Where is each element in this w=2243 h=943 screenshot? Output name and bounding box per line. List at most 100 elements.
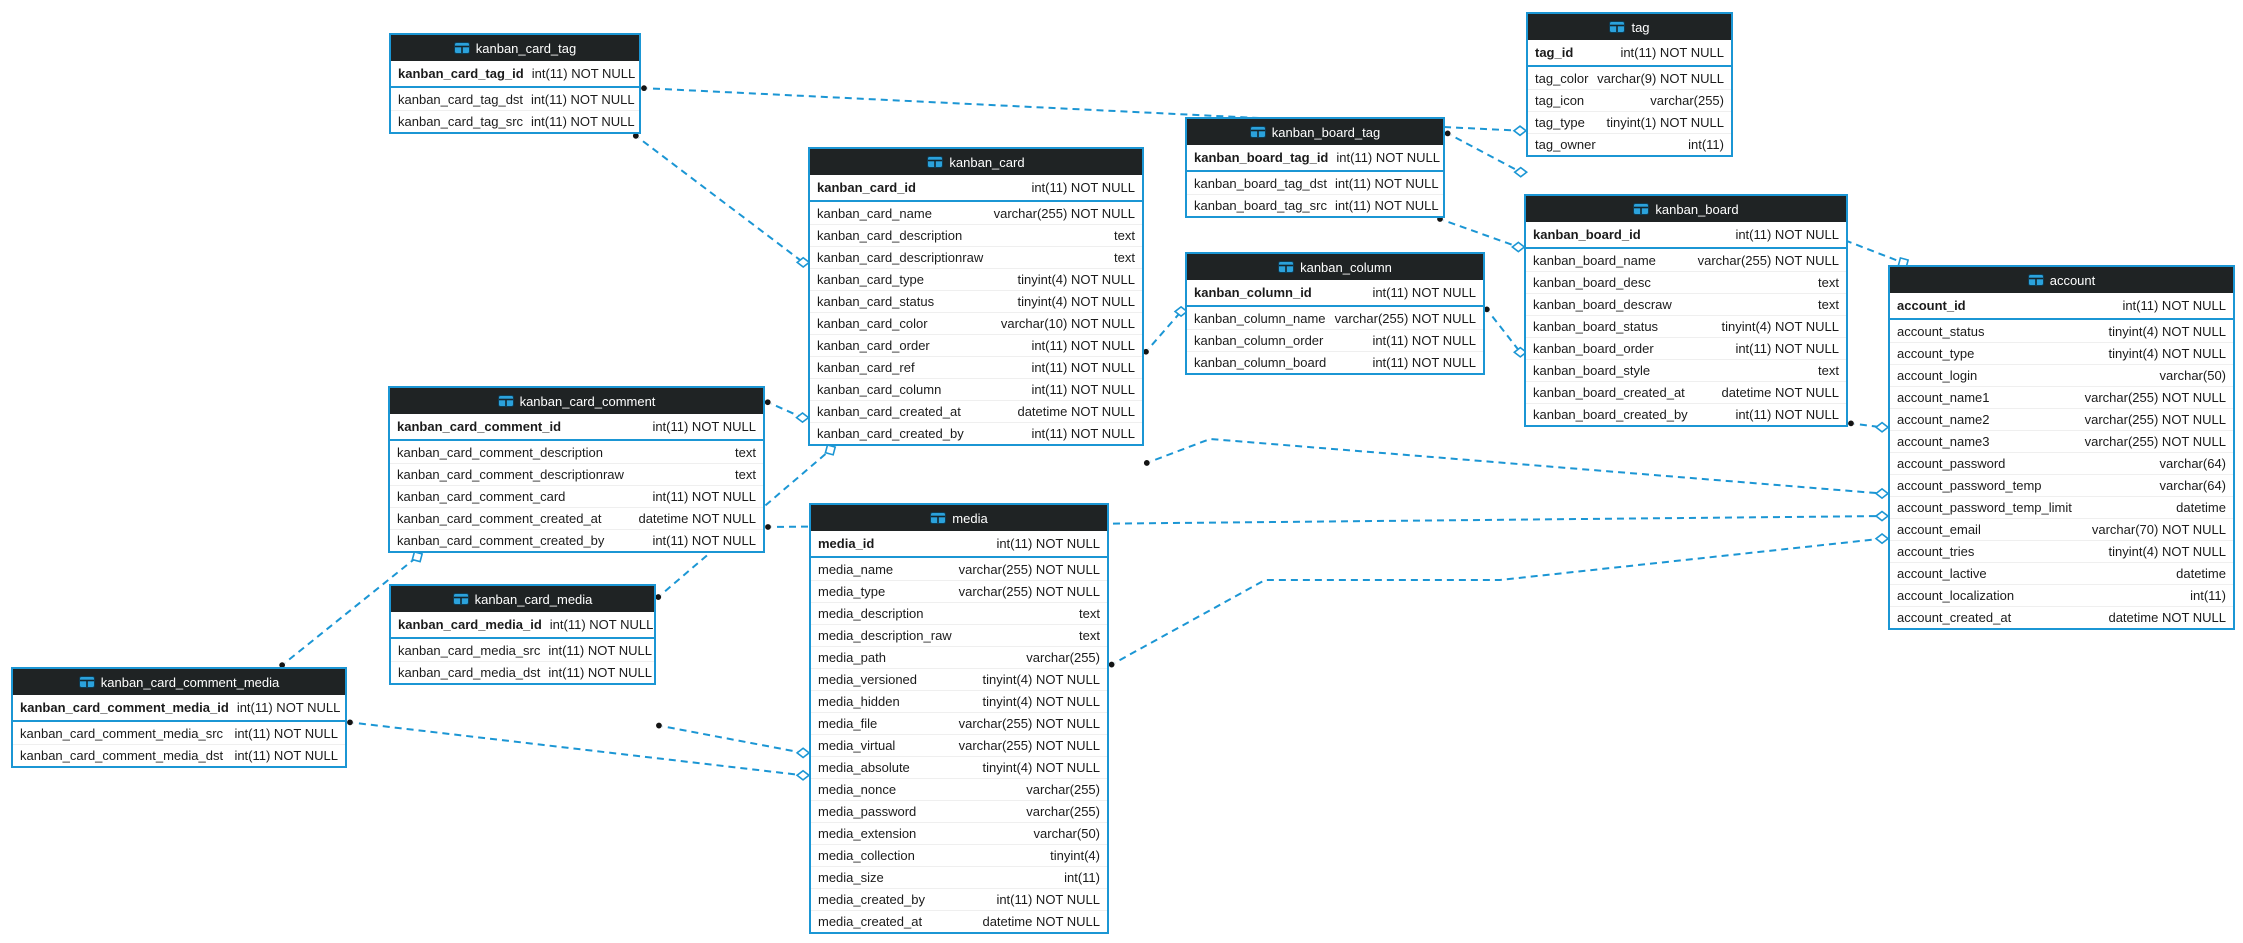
field-name: tag_color <box>1535 70 1589 86</box>
table-header[interactable]: kanban_card_tag <box>391 35 639 61</box>
table-header[interactable]: kanban_card <box>810 149 1142 175</box>
field-type: int(11) NOT NULL <box>1372 285 1476 300</box>
field-name: kanban_card_descriptionraw <box>817 250 984 265</box>
field-row: kanban_card_ref int(11) NOT NULL <box>810 356 1142 378</box>
field-name: tag_icon <box>1535 93 1585 108</box>
field-type: text <box>1818 363 1839 378</box>
table-account[interactable]: account account_id int(11) NOT NULL acco… <box>1888 265 2235 630</box>
field-name: kanban_card_comment_id <box>397 419 562 434</box>
table-kanban_column[interactable]: kanban_column kanban_column_id int(11) N… <box>1185 252 1485 375</box>
table-header[interactable]: account <box>1890 267 2233 293</box>
field-row: kanban_board_name varchar(255) NOT NULL <box>1526 249 1846 271</box>
field-type: tinyint(4) <box>1050 848 1100 863</box>
field-type: varchar(10) NOT NULL <box>1000 316 1135 331</box>
field-name: kanban_board_order <box>1533 341 1654 356</box>
field-name: kanban_card_comment_created_at <box>397 511 602 526</box>
field-name: kanban_board_name <box>1533 252 1656 268</box>
table-tag[interactable]: tag tag_id int(11) NOT NULL tag_color va… <box>1526 12 1733 157</box>
field-row: kanban_card_status tinyint(4) NOT NULL <box>810 290 1142 312</box>
field-name: account_name1 <box>1897 390 1990 405</box>
field-type: varchar(255) NOT NULL <box>2084 412 2226 427</box>
table-kanban_card_comment[interactable]: kanban_card_comment kanban_card_comment_… <box>388 386 765 553</box>
field-type: varchar(255) <box>1026 782 1100 797</box>
field-name: kanban_board_created_by <box>1533 407 1688 422</box>
field-name: kanban_board_status <box>1533 319 1659 334</box>
field-type: text <box>1114 250 1135 265</box>
primary-key-row: kanban_card_media_id int(11) NOT NULL <box>391 612 654 639</box>
table-title: kanban_card_comment_media <box>100 674 280 690</box>
field-type: int(11) <box>1064 870 1100 885</box>
field-row: account_name2 varchar(255) NOT NULL <box>1890 408 2233 430</box>
table-header[interactable]: kanban_card_comment_media <box>13 669 345 695</box>
field-type: int(11) NOT NULL <box>531 114 635 129</box>
field-type: int(11) <box>1688 137 1724 152</box>
table-kanban_board_tag[interactable]: kanban_board_tag kanban_board_tag_id int… <box>1185 117 1445 218</box>
field-type: tinyint(4) NOT NULL <box>982 672 1100 687</box>
field-type: text <box>1079 628 1100 643</box>
table-media[interactable]: media media_id int(11) NOT NULL media_na… <box>809 503 1109 934</box>
field-row: kanban_board_status tinyint(4) NOT NULL <box>1526 315 1846 337</box>
field-name: media_size <box>818 870 884 885</box>
field-name: kanban_card_description <box>817 228 963 243</box>
field-rows: kanban_board_name varchar(255) NOT NULL … <box>1526 249 1846 425</box>
field-name: media_type <box>818 584 886 599</box>
field-row: account_password varchar(64) <box>1890 452 2233 474</box>
table-title: kanban_card_comment <box>519 393 656 409</box>
field-type: int(11) NOT NULL <box>1031 180 1135 195</box>
field-name: account_lactive <box>1897 566 1987 581</box>
field-rows: kanban_card_media_src int(11) NOT NULL k… <box>391 639 654 683</box>
field-type: tinyint(4) NOT NULL <box>982 760 1100 775</box>
field-row: account_localization int(11) <box>1890 584 2233 606</box>
field-type: int(11) NOT NULL <box>2122 298 2226 313</box>
field-row: account_created_at datetime NOT NULL <box>1890 606 2233 628</box>
table-header[interactable]: kanban_column <box>1187 254 1483 280</box>
table-header[interactable]: kanban_board_tag <box>1187 119 1443 145</box>
table-kanban_card_comment_media[interactable]: kanban_card_comment_media kanban_card_co… <box>11 667 347 768</box>
table-title: kanban_card <box>949 154 1025 170</box>
field-type: varchar(9) NOT NULL <box>1597 70 1724 86</box>
primary-key-row: media_id int(11) NOT NULL <box>811 531 1107 558</box>
table-header[interactable]: media <box>811 505 1107 531</box>
field-row: media_size int(11) <box>811 866 1107 888</box>
table-icon <box>930 512 947 524</box>
field-type: varchar(255) NOT NULL <box>958 738 1100 753</box>
table-header[interactable]: kanban_card_comment <box>390 388 763 414</box>
field-row: kanban_card_media_dst int(11) NOT NULL <box>391 661 654 683</box>
field-name: kanban_card_tag_id <box>398 66 524 81</box>
field-type: tinyint(4) NOT NULL <box>2108 346 2226 361</box>
field-row: tag_color varchar(9) NOT NULL <box>1528 67 1731 89</box>
field-rows: tag_color varchar(9) NOT NULL tag_icon v… <box>1528 67 1731 155</box>
table-header[interactable]: kanban_board <box>1526 196 1846 222</box>
field-name: account_tries <box>1897 544 1975 559</box>
field-type: int(11) NOT NULL <box>234 748 338 763</box>
field-type: varchar(70) NOT NULL <box>2091 522 2226 537</box>
field-name: kanban_card_media_dst <box>398 665 541 680</box>
field-name: account_login <box>1897 368 1978 383</box>
field-type: int(11) NOT NULL <box>1372 333 1476 348</box>
table-kanban_card_media[interactable]: kanban_card_media kanban_card_media_id i… <box>389 584 656 685</box>
field-type: int(11) NOT NULL <box>548 642 652 658</box>
table-kanban_card[interactable]: kanban_card kanban_card_id int(11) NOT N… <box>808 147 1144 446</box>
table-kanban_card_tag[interactable]: kanban_card_tag kanban_card_tag_id int(1… <box>389 33 641 134</box>
field-name: kanban_card_type <box>817 272 924 287</box>
field-row: kanban_card_comment_media_dst int(11) NO… <box>13 744 345 766</box>
field-name: account_type <box>1897 346 1975 361</box>
field-name: account_status <box>1897 323 1985 339</box>
field-type: varchar(255) NOT NULL <box>958 561 1100 577</box>
field-row: media_path varchar(255) <box>811 646 1107 668</box>
field-row: media_type varchar(255) NOT NULL <box>811 580 1107 602</box>
field-row: kanban_card_tag_dst int(11) NOT NULL <box>391 88 639 110</box>
field-row: kanban_column_name varchar(255) NOT NULL <box>1187 307 1483 329</box>
table-header[interactable]: tag <box>1528 14 1731 40</box>
table-title: tag <box>1631 19 1650 35</box>
field-row: kanban_card_comment_media_src int(11) NO… <box>13 722 345 744</box>
field-row: media_created_at datetime NOT NULL <box>811 910 1107 932</box>
field-type: int(11) NOT NULL <box>549 617 654 632</box>
field-type: int(11) NOT NULL <box>1372 355 1476 370</box>
table-kanban_board[interactable]: kanban_board kanban_board_id int(11) NOT… <box>1524 194 1848 427</box>
field-row: account_name3 varchar(255) NOT NULL <box>1890 430 2233 452</box>
field-type: int(11) NOT NULL <box>1031 338 1135 353</box>
field-type: int(11) NOT NULL <box>1031 360 1135 375</box>
table-header[interactable]: kanban_card_media <box>391 586 654 612</box>
